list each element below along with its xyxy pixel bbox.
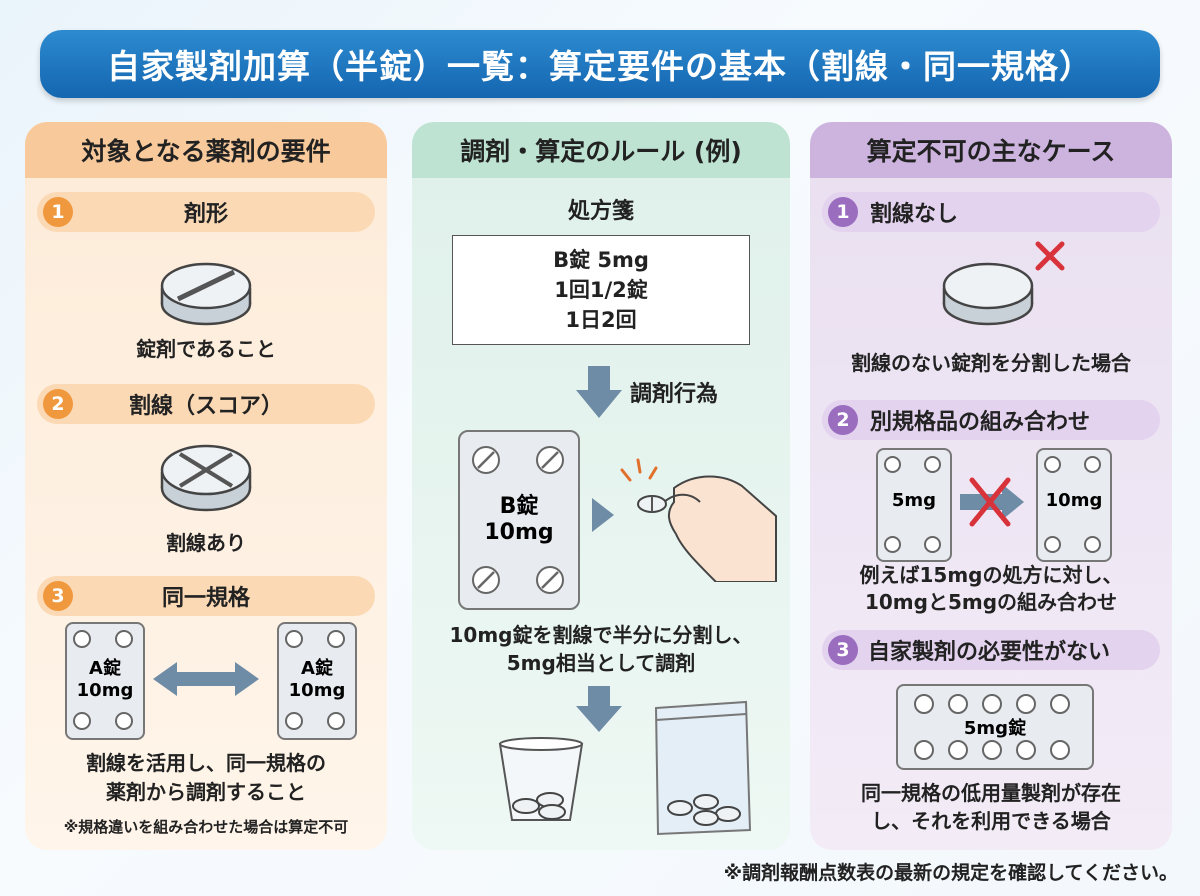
prescription-line: 1日2回 (565, 308, 637, 332)
blister-pack-b: B錠 10mg (458, 430, 580, 610)
case2-caption-2: 10mgと5mgの組み合わせ (864, 590, 1118, 614)
requirement-dosage-form: 1 剤形 (37, 192, 375, 232)
case-no-score-line: 1 割線なし (822, 192, 1160, 232)
step-number: 2 (828, 405, 858, 435)
rules-header: 調剤・算定のルール (例) (412, 122, 790, 178)
prescription-title: 処方箋 (567, 199, 634, 224)
step-number: 3 (828, 635, 858, 665)
cross-scored-tablet-icon (160, 444, 252, 512)
hand-splitting-tablet-icon (620, 458, 777, 582)
requirement-same-strength: 3 同一規格 (37, 576, 375, 616)
case2-caption-1: 例えば15mgの処方に対し、 (859, 563, 1123, 587)
case-different-strength: 2 別規格品の組み合わせ (822, 400, 1160, 440)
page-title: 自家製剤加算（半錠）一覧：算定要件の基本（割線・同一規格） (107, 47, 1093, 86)
not-eligible-panel: 算定不可の主なケース 1 割線なし 割線のない錠剤を分割した場合 2 別規格品の… (810, 122, 1172, 850)
requirements-panel: 対象となる薬剤の要件 1 剤形 錠剤であること 2 割線（スコア） 割線あり 3… (25, 122, 387, 850)
blister-pack-a-left: A錠 10mg (65, 622, 145, 740)
down-arrow-icon (576, 686, 622, 732)
blister-pack-5mg-tablet: 5mg錠 (896, 684, 1094, 770)
unscored-tablet-icon (942, 241, 1065, 326)
right-triangle-arrow-icon (592, 498, 614, 532)
medicine-bag-icon (654, 700, 752, 836)
step-number: 3 (43, 581, 73, 611)
prohibited-x-icon (1035, 241, 1065, 271)
medicine-cup-icon (498, 737, 584, 821)
same-strength-caption-2: 薬剤から調剤すること (106, 780, 306, 804)
requirement-score-line: 2 割線（スコア） (37, 384, 375, 424)
requirement-caption: 錠剤であること (136, 337, 276, 361)
down-arrow-icon (576, 366, 622, 418)
blister-strength: 10mg (76, 680, 134, 701)
blister-strength: 10mg (1045, 490, 1103, 511)
requirement-caption: 割線あり (166, 531, 246, 555)
blister-pack-10mg: 10mg (1036, 448, 1112, 562)
same-strength-note: ※規格違いを組み合わせた場合は算定不可 (63, 818, 349, 836)
dispensing-action-label: 調剤行為 (630, 382, 719, 407)
rule-caption-1: 10mg錠を割線で半分に分割し、 (449, 623, 753, 647)
scored-tablet-icon (160, 262, 252, 326)
rule-caption-2: 5mg相当として調剤 (506, 651, 696, 675)
blister-strength: 10mg (288, 680, 346, 701)
title-bar: 自家製剤加算（半錠）一覧：算定要件の基本（割線・同一規格） (40, 30, 1160, 98)
requirements-header: 対象となる薬剤の要件 (25, 122, 387, 178)
blister-strength: 5mg (891, 490, 937, 511)
double-arrow-icon (153, 662, 259, 696)
prescription-box: B錠 5mg 1回1/2錠 1日2回 (452, 235, 750, 345)
case3-caption-2: し、それを利用できる場合 (871, 809, 1111, 833)
case-not-necessary: 3 自家製剤の必要性がない (822, 630, 1160, 670)
prescription-line: B錠 5mg (553, 248, 649, 272)
prescription-line: 1回1/2錠 (554, 278, 648, 302)
case-caption: 割線のない錠剤を分割した場合 (851, 351, 1131, 375)
requirement-label: 剤形 (183, 202, 228, 227)
case-label: 別規格品の組み合わせ (870, 410, 1091, 435)
case-label: 割線なし (870, 202, 959, 227)
crossed-arrow-icon (960, 477, 1024, 527)
rules-panel: 調剤・算定のルール (例) 処方箋 B錠 5mg 1回1/2錠 1日2回 調剤行… (412, 122, 790, 850)
case-label: 自家製剤の必要性がない (868, 640, 1111, 665)
requirement-label: 割線（スコア） (128, 394, 283, 419)
step-number: 1 (43, 197, 73, 227)
case3-caption-1: 同一規格の低用量製剤が存在 (861, 781, 1121, 805)
blister-strength: 10mg (484, 520, 554, 545)
footer-note: ※調剤報酬点数表の最新の規定を確認してください。 (723, 862, 1178, 884)
step-number: 1 (828, 197, 858, 227)
same-strength-caption-1: 割線を活用し、同一規格の (86, 751, 326, 775)
blister-pack-5mg: 5mg (876, 448, 952, 562)
not-eligible-header: 算定不可の主なケース (810, 122, 1172, 178)
blister-name: A錠 (301, 658, 333, 679)
blister-name: A錠 (89, 658, 121, 679)
blister-name: B錠 (499, 494, 539, 519)
step-number: 2 (43, 389, 73, 419)
blister-name: 5mg錠 (963, 718, 1027, 739)
blister-pack-a-right: A錠 10mg (277, 622, 357, 740)
requirement-label: 同一規格 (161, 586, 250, 611)
